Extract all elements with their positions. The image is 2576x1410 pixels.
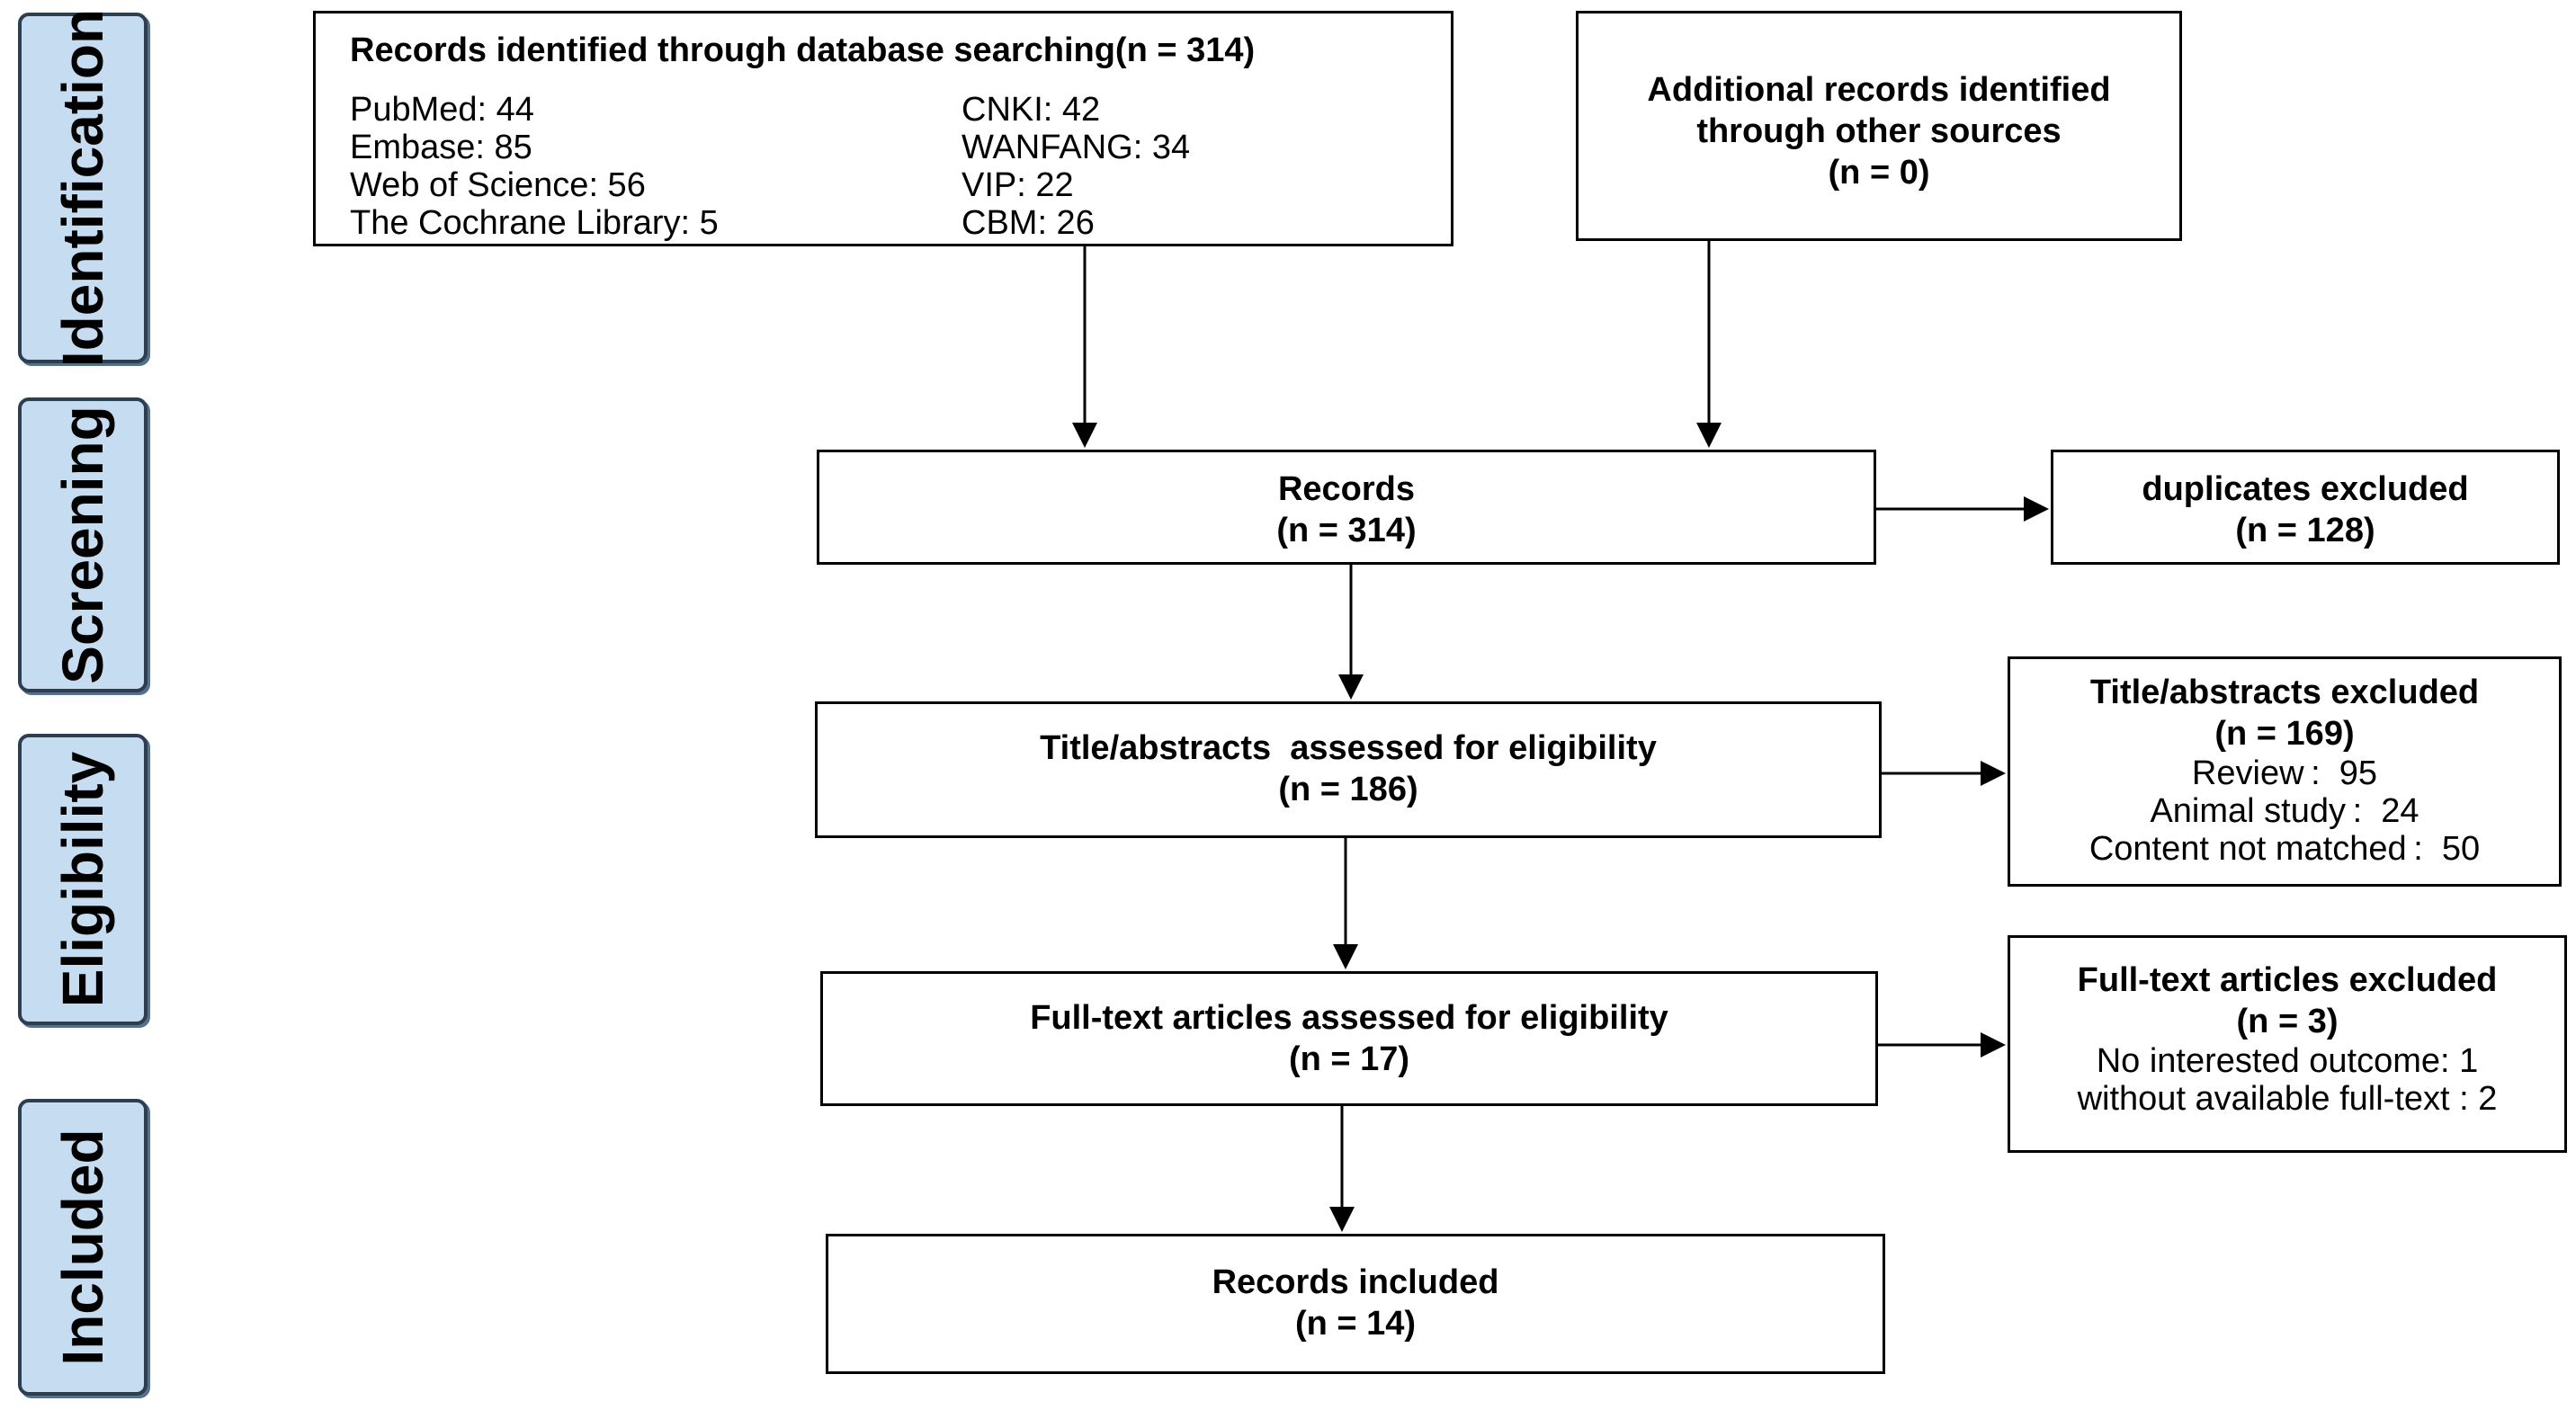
records-count: (n = 314) bbox=[1276, 512, 1417, 549]
database-search-box: Records identified through database sear… bbox=[313, 11, 1453, 246]
other-sources-line2: through other sources bbox=[1696, 112, 2062, 150]
stage-label-included: Included bbox=[50, 1129, 115, 1366]
full-excluded-label: Full-text articles excluded bbox=[2077, 961, 2498, 999]
title-abstracts-label: Title/abstracts assessed for eligibility bbox=[1040, 729, 1657, 767]
source-pubmed: PubMed: 44 bbox=[350, 91, 534, 129]
stage-eligibility: Eligibility bbox=[18, 734, 148, 1025]
records-included-count: (n = 14) bbox=[1294, 1305, 1417, 1343]
records-box: Records (n = 314) bbox=[817, 450, 1876, 565]
arrowhead bbox=[1333, 944, 1358, 969]
other-sources-count: (n = 0) bbox=[1828, 154, 1930, 192]
title-excluded-reason: Review : 95 bbox=[2191, 754, 2378, 792]
stage-identification: Identification bbox=[18, 9, 148, 367]
arrowhead bbox=[1981, 1032, 2006, 1058]
stage-screening: Screening bbox=[18, 397, 148, 692]
full-text-label: Full-text articles assessed for eligibil… bbox=[1030, 999, 1668, 1037]
title-abstracts-count: (n = 186) bbox=[1278, 771, 1418, 808]
arrowhead bbox=[1981, 761, 2006, 786]
source-cnki: CNKI: 42 bbox=[962, 91, 1101, 129]
source-wanfang: WANFANG: 34 bbox=[962, 129, 1191, 166]
full-excluded-reason: No interested outcome: 1 bbox=[2096, 1042, 2479, 1080]
arrowhead bbox=[1329, 1207, 1355, 1232]
duplicates-label: duplicates excluded bbox=[2142, 470, 2469, 508]
arrowhead bbox=[2024, 496, 2049, 522]
records-label: Records bbox=[1277, 470, 1416, 508]
arrowhead bbox=[1696, 423, 1722, 448]
stage-label-screening: Screening bbox=[50, 406, 115, 684]
records-included-label: Records included bbox=[1212, 1263, 1499, 1301]
source-web-of-science: Web of Science: 56 bbox=[350, 166, 646, 204]
source-embase: Embase: 85 bbox=[350, 129, 532, 166]
title-abstracts-excluded-box: Title/abstracts excluded (n = 169) Revie… bbox=[2008, 656, 2562, 887]
title-excluded-count: (n = 169) bbox=[2214, 715, 2355, 753]
stage-label-eligibility: Eligibility bbox=[50, 751, 115, 1008]
full-excluded-count: (n = 3) bbox=[2236, 1003, 2339, 1040]
title-abstracts-box: Title/abstracts assessed for eligibility… bbox=[815, 701, 1882, 838]
title-excluded-reason: Content not matched : 50 bbox=[2089, 830, 2481, 868]
source-cbm: CBM: 26 bbox=[962, 204, 1095, 242]
other-sources-line1: Additional records identified bbox=[1647, 71, 2111, 109]
full-text-box: Full-text articles assessed for eligibil… bbox=[820, 971, 1878, 1106]
arrowhead bbox=[1338, 674, 1364, 700]
full-text-count: (n = 17) bbox=[1288, 1040, 1410, 1078]
source-vip: VIP: 22 bbox=[962, 166, 1074, 204]
other-sources-box: Additional records identified through ot… bbox=[1576, 11, 2182, 241]
title-excluded-label: Title/abstracts excluded bbox=[2089, 674, 2480, 711]
duplicates-count: (n = 128) bbox=[2235, 512, 2375, 549]
arrowhead bbox=[1072, 423, 1097, 448]
full-text-excluded-box: Full-text articles excluded (n = 3) No i… bbox=[2008, 935, 2567, 1153]
source-cochrane: The Cochrane Library: 5 bbox=[350, 204, 719, 242]
stage-included: Included bbox=[18, 1099, 148, 1396]
stage-label-identification: Identification bbox=[50, 8, 115, 368]
database-search-title: Records identified through database sear… bbox=[350, 31, 1256, 69]
title-excluded-reason: Animal study : 24 bbox=[2150, 792, 2419, 830]
full-excluded-reason: without available full-text : 2 bbox=[2077, 1080, 2498, 1118]
duplicates-excluded-box: duplicates excluded (n = 128) bbox=[2051, 450, 2560, 565]
records-included-box: Records included (n = 14) bbox=[826, 1234, 1885, 1374]
